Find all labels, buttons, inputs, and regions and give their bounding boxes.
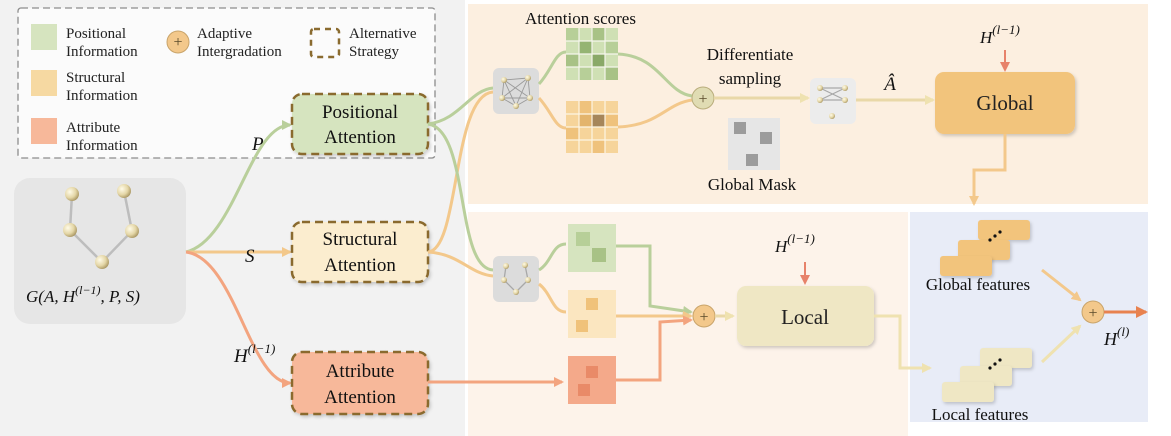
sampled-graph-icon	[810, 78, 856, 124]
legend-alternative-line1: Alternative	[349, 26, 417, 42]
structural-score-matrix	[566, 101, 618, 153]
structural-attention-line2: Attention	[324, 255, 396, 276]
differentiate-sampling-line1: Differentiate	[707, 45, 794, 64]
positional-attention-line1: Positional	[322, 102, 398, 123]
local-plus-symbol: +	[699, 309, 708, 326]
arrow-local-to-features	[874, 314, 932, 373]
attribute-attention-block	[290, 350, 430, 416]
legend-adaptive-line2: Intergradation	[197, 44, 282, 60]
positional-attention-line2: Attention	[324, 127, 396, 148]
flow-green-to-global-plus	[617, 52, 693, 98]
legend-alternative-swatch	[309, 27, 341, 59]
legend-structural-line1: Structural	[66, 70, 125, 86]
global-h-in-label: H(l−1)	[979, 22, 1020, 47]
local-graph-icon	[493, 256, 539, 302]
differentiate-sampling-line2: sampling	[719, 69, 782, 88]
global-node-label: Global	[976, 91, 1033, 115]
input-graph-label: G(A, H(l−1), P, S)	[26, 283, 140, 306]
edge-label-s: S	[245, 246, 255, 267]
input-graph: G(A, H(l−1), P, S)	[14, 178, 186, 324]
arrow-to-attribute	[185, 250, 292, 388]
legend-adaptive-line1: Adaptive	[197, 26, 252, 42]
legend-adaptive-plus-symbol: +	[173, 34, 182, 51]
local-structural-matrix	[568, 290, 616, 338]
flow-global-green-matrix	[537, 50, 567, 86]
local-node	[737, 286, 874, 346]
global-features-stack	[940, 220, 1030, 276]
legend-structural-line2: Information	[66, 88, 138, 104]
local-node-label: Local	[781, 305, 829, 329]
input-graph-node	[117, 184, 131, 198]
local-positional-matrix	[568, 224, 616, 272]
a-hat-label: Â	[882, 73, 896, 95]
flow-positional-local	[427, 122, 494, 272]
positional-attention-block	[290, 92, 430, 156]
input-graph-node	[65, 187, 79, 201]
legend-positional-swatch	[31, 24, 57, 50]
global-node	[935, 72, 1075, 134]
arrow-to-positional	[185, 120, 292, 254]
legend-alternative-line2: Strategy	[349, 44, 399, 60]
arrow-local-features-to-plus	[1040, 324, 1082, 364]
global-mask-icon	[728, 118, 780, 170]
flow-salmon-to-local-plus	[616, 315, 693, 382]
local-attribute-matrix	[568, 356, 616, 404]
local-features-stack	[942, 348, 1032, 402]
attribute-attention-line1: Attribute	[326, 361, 395, 382]
legend-adaptive-plus-icon	[166, 30, 190, 54]
global-plus-symbol: +	[698, 91, 707, 108]
legend-positional-line1: Positional	[66, 26, 126, 42]
flow-structural-local	[427, 250, 494, 278]
legend-attribute-line2: Information	[66, 138, 138, 154]
legend-positional-line2: Information	[66, 44, 138, 60]
global-mask-label: Global Mask	[708, 175, 797, 194]
input-graph-node	[95, 255, 109, 269]
arrow-global-to-features	[969, 134, 1007, 206]
global-features-label: Global features	[926, 275, 1030, 294]
edge-label-p: P	[251, 134, 264, 155]
legend-attribute-line1: Attribute	[66, 120, 120, 136]
flow-local-green-matrix	[538, 242, 567, 272]
input-graph-node	[63, 223, 77, 237]
attention-scores-label: Attention scores	[525, 9, 636, 28]
attribute-attention-line2: Attention	[324, 387, 396, 408]
positional-score-matrix	[566, 28, 618, 80]
structural-attention-block	[290, 220, 430, 284]
arrow-global-features-to-plus	[1041, 268, 1082, 302]
input-graph-box	[14, 178, 186, 324]
legend-attribute-swatch	[31, 118, 57, 144]
flow-global-orange-matrix	[537, 96, 567, 130]
legend-structural-swatch	[31, 70, 57, 96]
flow-local-orange-matrix	[538, 282, 567, 314]
global-graph-icon	[493, 68, 539, 114]
edge-label-h: H(l−1)	[233, 341, 275, 367]
flow-orange-to-global-plus	[617, 98, 693, 129]
flow-positional-global	[427, 86, 494, 126]
output-plus-symbol: +	[1088, 305, 1097, 322]
output-h-label: H(l)	[1103, 324, 1129, 349]
flow-green-to-local-plus	[616, 244, 693, 316]
input-graph-node	[125, 224, 139, 238]
local-features-label: Local features	[932, 405, 1029, 424]
local-h-in-label: H(l−1)	[774, 231, 815, 256]
structural-attention-line1: Structural	[323, 229, 398, 250]
